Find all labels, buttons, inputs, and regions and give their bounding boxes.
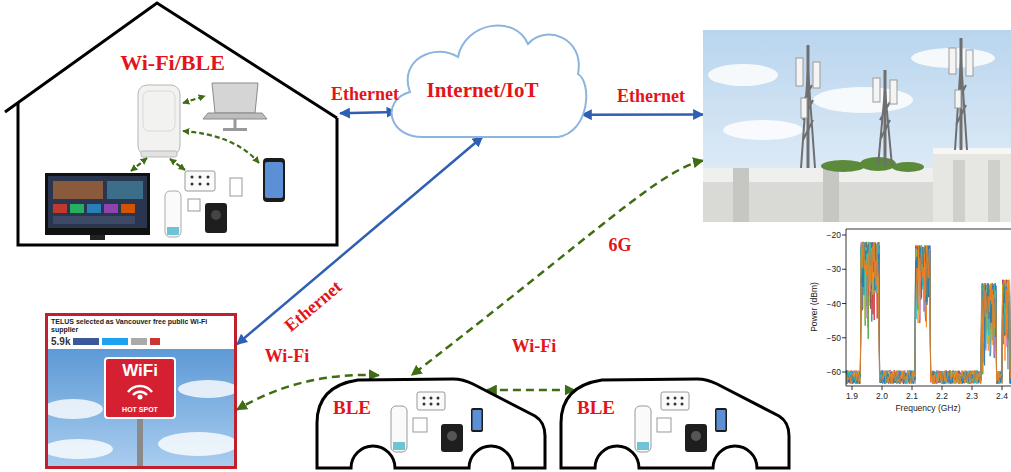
tick-label: 2.1 [906,391,918,401]
share-button [150,338,160,345]
cloud-outline [392,25,587,137]
tick-label: −20 [827,230,841,240]
tv-icon [45,173,150,240]
router-icon [138,85,180,157]
car-label: BLE [577,398,615,419]
article-header: TELUS selected as Vancouver free public … [48,316,234,335]
cloud-label: Internet/IoT [427,79,539,102]
spectrum-trace [846,242,1011,384]
tick-label: −60 [827,367,841,377]
car-devices [635,392,727,452]
tick-label: −50 [827,333,841,343]
article-title: TELUS selected as Vancouver free public … [51,318,231,334]
car-node: BLE [557,378,792,470]
spectrum-trace [846,242,1011,384]
house-drawing [5,3,340,248]
spectrum-trace [846,242,1011,384]
sign-pole [137,419,143,466]
share-row: 5.9k [48,335,234,349]
cloud-node: Internet/IoT [380,12,585,142]
edge-label: Ethernet [331,84,399,104]
car-drawing [557,378,792,470]
chart-ticks [842,235,1002,390]
building [703,148,1011,222]
share-button [102,338,128,345]
edge-label: Wi-Fi [265,346,310,366]
cell-towers [801,38,967,168]
car-devices [391,392,483,452]
tower-photo-drawing [703,30,1011,222]
security-devices [165,171,242,237]
house-label: Wi-Fi/BLE [120,51,225,75]
share-button [73,338,99,345]
spectrum-trace [846,242,1011,384]
edge-label: Ethernet [617,86,685,106]
phone-icon [263,158,285,202]
sky-photo: WiFiHOT SPOT [48,349,234,466]
edge-label: Wi-Fi [512,336,557,356]
share-count: 5.9k [51,336,70,347]
spectrum-trace [846,242,1011,384]
sign-subtitle: HOT SPOT [122,406,158,414]
wifi-sign: WiFiHOT SPOT [104,357,176,419]
spectrum-trace [846,242,1011,384]
connector [340,112,396,113]
connector [237,137,483,344]
laptop-icon [203,83,267,131]
axis-title: Power (dBm) [809,282,819,332]
tick-label: 2.4 [996,391,1008,401]
car-outline [561,379,789,468]
connector [412,161,703,376]
sky [703,30,1011,222]
car-drawing [313,378,548,470]
edge-label: Ethernet [280,277,345,336]
spectrum-trace [846,242,1011,384]
spectrum-trace [846,243,1011,384]
connector [487,389,575,392]
car-outline [317,379,545,468]
plants [821,157,924,172]
house-node: Wi-Fi/BLE [5,3,340,248]
tick-label: 2.2 [936,391,948,401]
wifi-symbol [125,382,155,400]
spectrum-traces [846,242,1011,384]
spectrum-trace [846,242,1011,384]
tick-label: −40 [827,299,841,309]
hotspot-photo: TELUS selected as Vancouver free public … [45,313,237,469]
tick-label: 2.3 [966,391,978,401]
tick-label: 1.9 [846,391,858,401]
clouds [708,48,995,140]
spectrum-trace [846,242,1011,384]
car-label: BLE [333,398,371,419]
antenna-panels [796,48,973,118]
tick-label: 2.0 [876,391,888,401]
spectrum-trace [846,242,1011,384]
connector [582,113,703,116]
cloud-drawing [380,12,585,142]
car-node: BLE [313,378,548,470]
tick-label: −30 [827,264,841,274]
wifi-links [131,96,259,171]
sign-title: WiFi [122,361,158,380]
tower-photo [703,30,1011,222]
axis-title: Frequency (GHz) [895,403,960,413]
chart-axes [846,229,1011,386]
edge-label: 6G [608,235,631,255]
share-button [131,338,147,345]
